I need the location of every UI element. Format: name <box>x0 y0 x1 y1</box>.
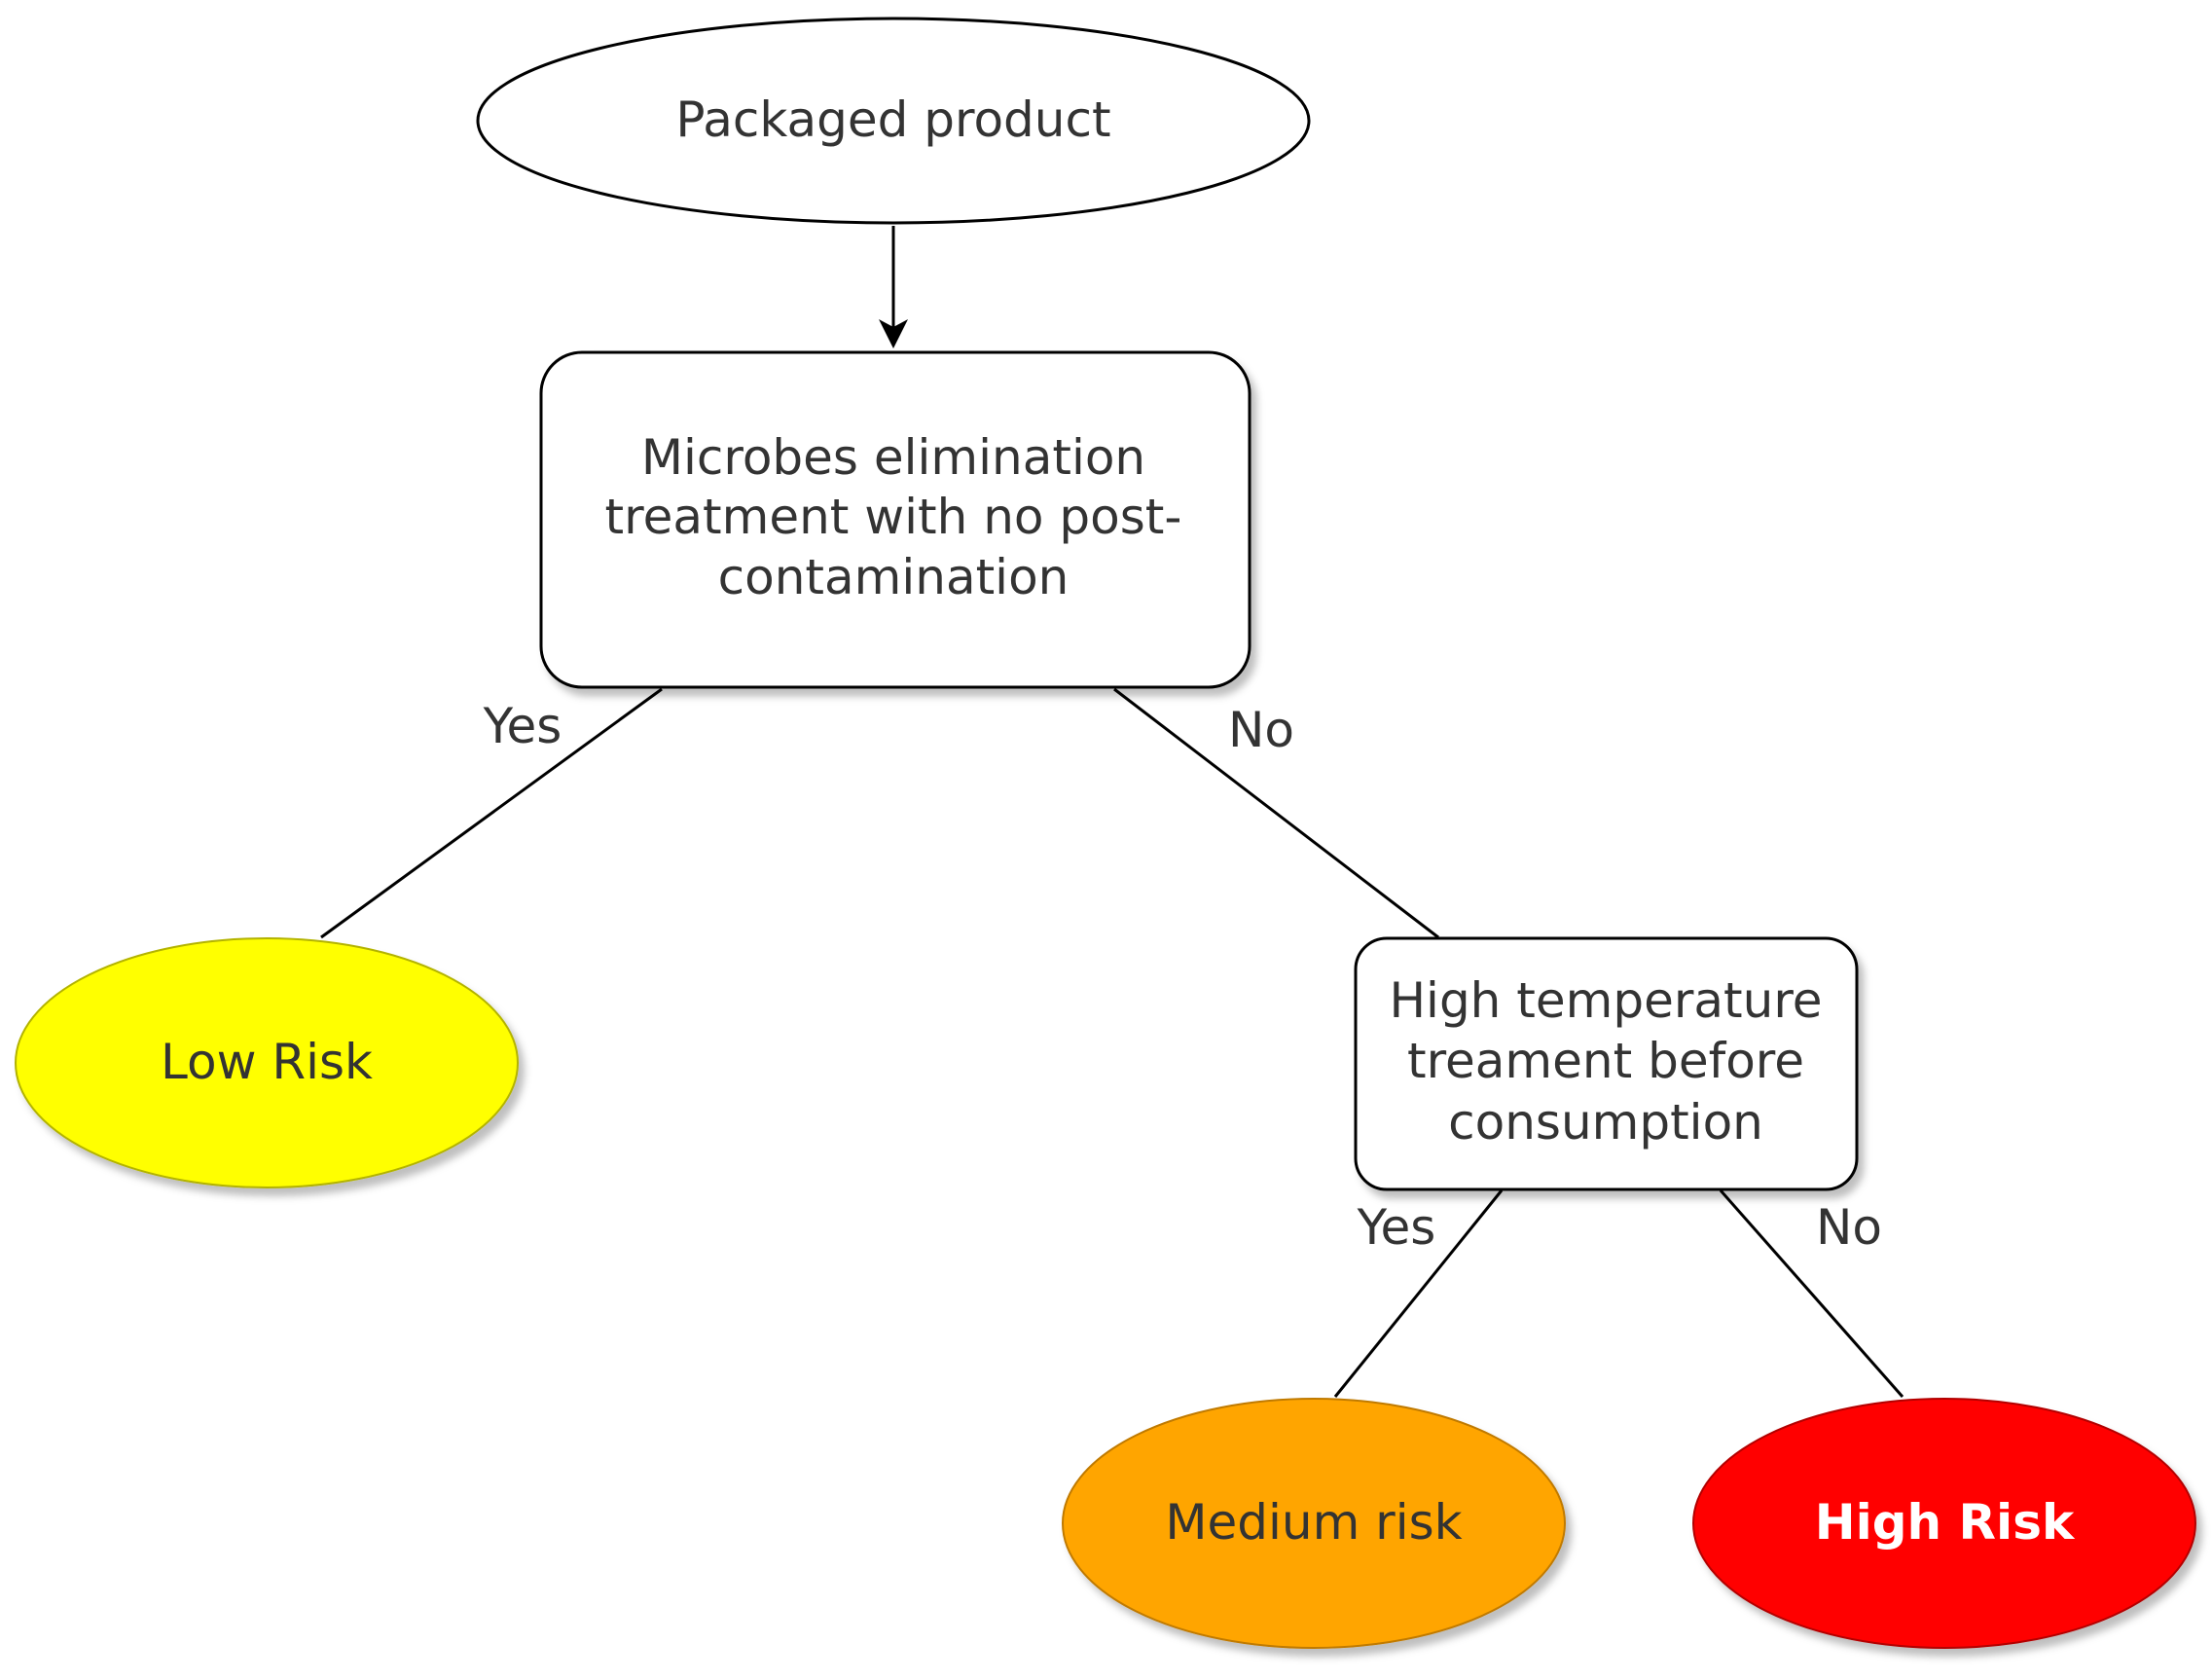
decision-node-1-line-3: contamination <box>718 549 1070 605</box>
start-node: Packaged product <box>476 17 1311 225</box>
arrowhead-icon <box>879 319 908 348</box>
decision-node-2: High temperature treament before consump… <box>1354 936 1859 1191</box>
decision-node-1-line-1: Microbes elimination <box>641 429 1145 486</box>
decision-node-1: Microbes elimination treatment with no p… <box>539 350 1251 689</box>
edge-label-d1-no: No <box>1228 702 1294 758</box>
outcome-low-risk-shape <box>15 937 519 1188</box>
outcome-low-risk-label: Low Risk <box>161 1034 373 1090</box>
decision-node-2-line-1: High temperature <box>1389 972 1822 1029</box>
decision-node-1-line-2: treatment with no post- <box>605 489 1182 545</box>
edge-labels: Yes No Yes No <box>483 698 1882 1256</box>
start-node-label: Packaged product <box>675 91 1110 148</box>
outcome-high-risk-label: High Risk <box>1815 1494 2076 1551</box>
edge-decision1-yes <box>320 687 663 939</box>
edge-label-d2-no: No <box>1816 1199 1882 1256</box>
outcome-high-risk: High Risk <box>1692 1398 2196 1649</box>
outcome-high-risk-shape <box>1692 1398 2196 1649</box>
edge-decision2-yes <box>1333 1189 1504 1398</box>
edge-label-d1-yes: Yes <box>483 698 562 754</box>
edge-label-d2-yes: Yes <box>1357 1199 1436 1256</box>
outcome-medium-risk-shape <box>1062 1398 1566 1649</box>
outcome-medium-risk-label: Medium risk <box>1165 1494 1462 1551</box>
outcome-medium-risk: Medium risk <box>1062 1398 1566 1649</box>
edge-decision1-no <box>1113 687 1439 939</box>
outcome-low-risk: Low Risk <box>15 937 519 1188</box>
decision-node-2-line-2: treament before <box>1407 1033 1804 1089</box>
edge-decision2-no <box>1719 1189 1904 1398</box>
decision-node-2-line-3: consumption <box>1448 1094 1763 1150</box>
edges <box>320 226 1904 1398</box>
